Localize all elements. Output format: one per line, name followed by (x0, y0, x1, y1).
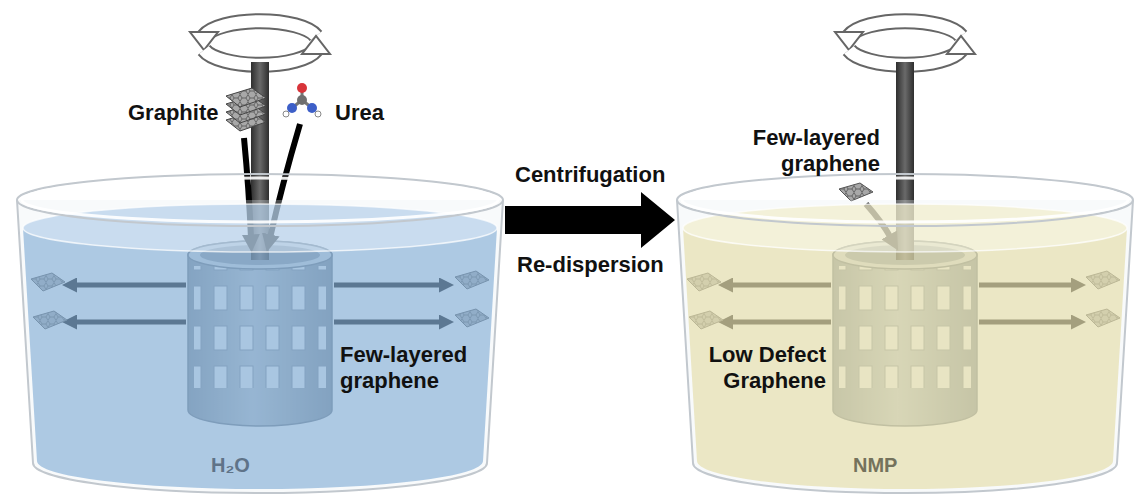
product-label: Few-layered graphene (740, 125, 880, 177)
rotation-arrow (835, 21, 975, 65)
step-label: Centrifugation (515, 162, 665, 188)
reagent-label: Urea (335, 100, 384, 126)
beaker: NMP (675, 170, 1135, 495)
graphite-icon (226, 88, 266, 131)
rotation-arrow (190, 21, 330, 65)
process-arrow (505, 192, 675, 248)
material-label: Graphite (128, 100, 218, 126)
beaker: H₂O (15, 170, 505, 495)
solvent-label: NMP (853, 453, 897, 477)
beaker-outline (675, 170, 1135, 495)
graphene-flake (839, 183, 873, 201)
product-label: Low Defect Graphene (696, 342, 826, 394)
step-label: Re-dispersion (517, 252, 664, 278)
product-label: Few-layered graphene (340, 342, 480, 394)
beaker-outline (15, 170, 505, 495)
urea-molecule (283, 83, 321, 117)
solvent-label: H₂O (211, 453, 250, 477)
